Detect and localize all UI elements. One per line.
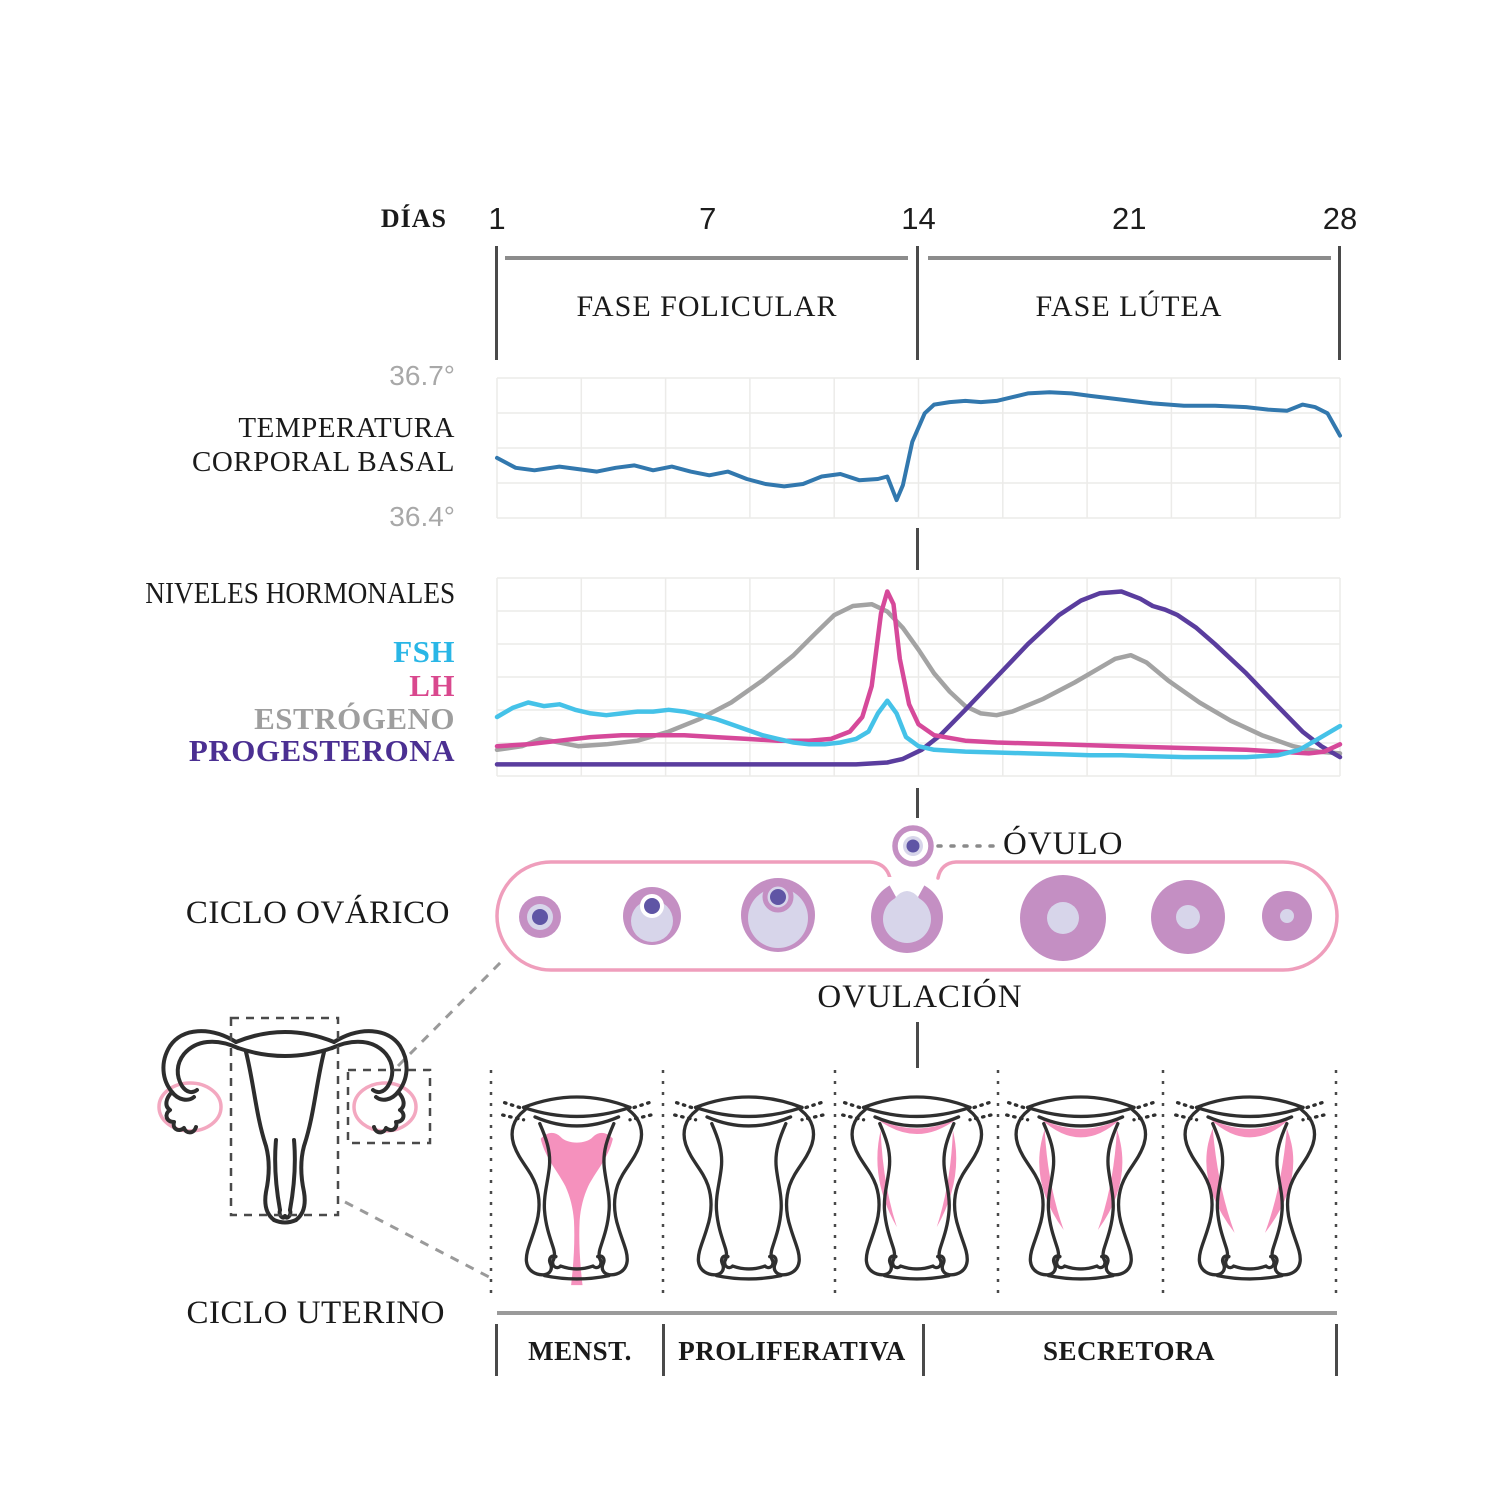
temperature-title-line2: CORPORAL BASAL bbox=[192, 446, 455, 478]
dashed-connector-lines bbox=[344, 959, 504, 1279]
panel-dividers bbox=[489, 1070, 1338, 1295]
hormone-levels-chart bbox=[494, 577, 1343, 777]
ovule bbox=[892, 825, 934, 867]
uterine-phase-tick bbox=[922, 1324, 925, 1376]
luteal-phase-label: FASE LÚTEA bbox=[1035, 290, 1223, 323]
days-axis-label: DÍAS bbox=[380, 204, 447, 233]
day-tick: 28 bbox=[1322, 201, 1358, 236]
uterus-panel-late-secretory bbox=[1174, 1095, 1326, 1281]
legend-fsh: FSH bbox=[393, 634, 455, 669]
uterus-panel-postmenstrual bbox=[673, 1095, 825, 1281]
temperature-min-label: 36.4° bbox=[389, 501, 455, 532]
uterine-phase-tick bbox=[662, 1324, 665, 1376]
follicle-secondary bbox=[741, 878, 815, 952]
uterus-anatomy-diagram bbox=[157, 1016, 432, 1225]
ovary-zoom-box bbox=[346, 1068, 432, 1145]
basal-temperature-chart bbox=[495, 377, 1342, 519]
day14-divider-tick bbox=[916, 528, 919, 570]
ovule-label: ÓVULO bbox=[1003, 826, 1124, 862]
bracket-tick-day1 bbox=[495, 246, 498, 360]
legend-estrogeno: ESTRÓGENO bbox=[254, 701, 455, 736]
temperature-title-line1: TEMPERATURA bbox=[238, 412, 455, 444]
uterine-phase-tick bbox=[1335, 1324, 1338, 1376]
uterine-phases-line bbox=[497, 1311, 1337, 1315]
uterus-panel-early-secretory bbox=[1005, 1095, 1157, 1281]
day-tick: 7 bbox=[699, 201, 717, 236]
uterus-zoom-box bbox=[229, 1016, 340, 1217]
follicular-phase-label: FASE FOLICULAR bbox=[576, 290, 838, 323]
chart-grid bbox=[496, 377, 1341, 519]
uterine-phase-tick bbox=[495, 1324, 498, 1376]
uterine-phase-panels bbox=[501, 1095, 1326, 1286]
uterine-phase-secretora: SECRETORA bbox=[1042, 1336, 1216, 1366]
ovulation-pointer-tick-bottom bbox=[916, 1022, 919, 1068]
day-tick: 1 bbox=[488, 201, 506, 236]
uterus-panel-proliferative bbox=[841, 1095, 993, 1281]
ovarian-cycle-container bbox=[495, 860, 1339, 972]
bracket-tick-day14 bbox=[916, 246, 919, 360]
hormone-lines bbox=[494, 589, 1343, 767]
corpus-albicans bbox=[1262, 891, 1312, 941]
uterine-cycle-title: CICLO UTERINO bbox=[186, 1295, 445, 1331]
legend-lh: LH bbox=[409, 668, 455, 703]
ovulation-pointer-tick-top bbox=[916, 788, 919, 818]
uterine-phase-menst: MENST. bbox=[528, 1336, 632, 1366]
temperature-max-label: 36.7° bbox=[389, 360, 455, 391]
day-tick: 21 bbox=[1112, 201, 1147, 236]
luteal-phase-line bbox=[928, 256, 1331, 260]
days-axis-ticks: 1 7 14 21 28 bbox=[488, 201, 1357, 237]
follicle-primary bbox=[623, 887, 681, 945]
follicular-phase-line bbox=[505, 256, 908, 260]
corpus-luteum bbox=[1020, 875, 1106, 961]
uterus-panel-menstrual bbox=[501, 1095, 653, 1286]
ovarian-cycle-title: CICLO OVÁRICO bbox=[185, 895, 450, 931]
follicle-primordial bbox=[519, 896, 561, 938]
temperature-line bbox=[495, 390, 1342, 503]
day-tick: 14 bbox=[901, 201, 936, 236]
chart-grid bbox=[496, 577, 1341, 777]
uterine-phase-proliferativa: PROLIFERATIVA bbox=[678, 1336, 906, 1366]
corpus-luteum-regressing bbox=[1151, 880, 1225, 954]
uterus-outline bbox=[161, 1029, 409, 1225]
follicle-ovulating bbox=[871, 877, 943, 953]
follicle-stages bbox=[519, 875, 1312, 961]
ovulation-label: OVULACIÓN bbox=[817, 979, 1023, 1015]
hormone-levels-title: NIVELES HORMONALES bbox=[145, 575, 455, 610]
bracket-tick-day28 bbox=[1338, 246, 1341, 360]
legend-progesterona: PROGESTERONA bbox=[188, 733, 455, 768]
